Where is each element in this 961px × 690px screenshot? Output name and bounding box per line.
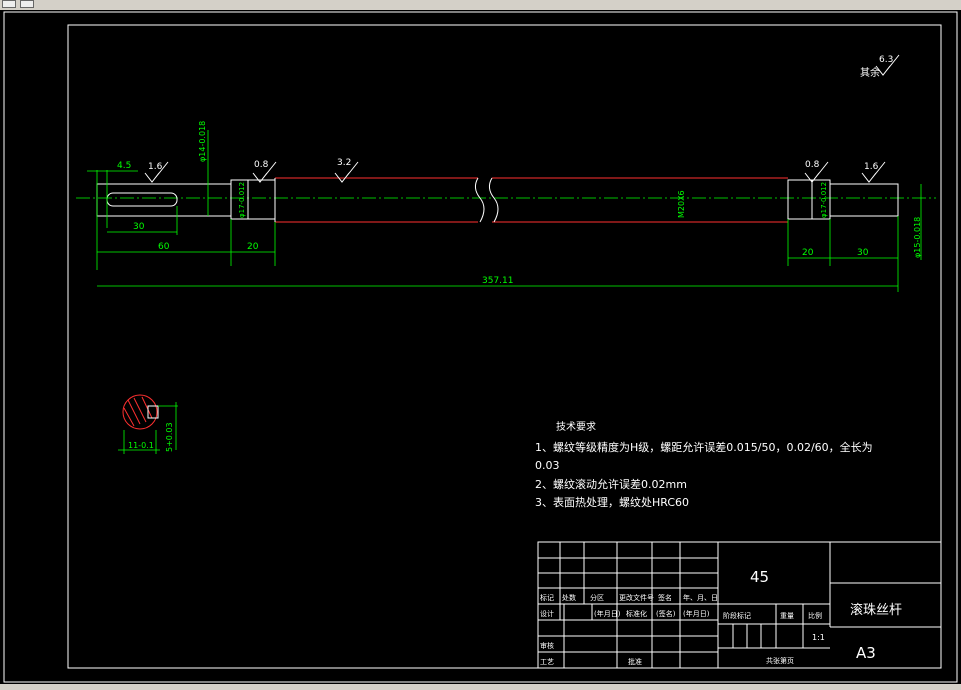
lbl-review: 审核 [540, 641, 554, 650]
status-bar [0, 684, 961, 690]
roughness-other-label: 其余 [860, 66, 880, 79]
roughness-2: 0.8 [254, 160, 269, 170]
technical-requirements: 技术要求 1、螺纹等级精度为H级，螺距允许误差0.015/50，0.02/60，… [535, 420, 873, 509]
lbl-approve: 批准 [628, 657, 642, 666]
inner-frame [67, 24, 942, 669]
app-icon[interactable] [2, 0, 16, 8]
dim-20-left: 20 [247, 242, 259, 252]
tech-req-line4: 3、表面热处理，螺纹处HRC60 [535, 495, 689, 509]
dim-dia-bearing-right: φ17-0.012 [820, 182, 828, 218]
hdr-date: 年、月、日 [683, 593, 718, 602]
roughness-5: 1.6 [864, 162, 879, 172]
roughness-other-value: 6.3 [879, 55, 893, 65]
lbl-weight: 重量 [780, 612, 794, 620]
dim-60: 60 [158, 242, 170, 252]
left-journal [96, 183, 232, 217]
outer-frame [3, 11, 958, 683]
scale-value: 1:1 [812, 633, 825, 642]
window-toolbar [0, 0, 961, 10]
roughness-1: 1.6 [148, 162, 163, 172]
dim-thread: M20X6 [677, 190, 686, 218]
lbl-date1: (年月日) [594, 609, 621, 618]
cad-drawing-canvas[interactable]: 1.6 0.8 3.2 0.8 1.6 其余 6.3 4.5 30 60 20 … [0, 10, 961, 686]
dim-4-5: 4.5 [117, 161, 131, 171]
keyway [106, 192, 178, 207]
roughness-4: 0.8 [805, 160, 820, 170]
dim-dia-left: φ14-0.018 [198, 121, 207, 162]
thread-section [275, 177, 788, 223]
dim-section-depth: 5+0.03 [165, 422, 174, 452]
dim-30-right: 30 [857, 248, 869, 258]
dim-20-right: 20 [802, 248, 814, 258]
hdr-docno: 更改文件号 [619, 593, 654, 602]
dim-section-width: 11-0.1 [128, 441, 154, 450]
tech-req-line3: 2、螺纹滚动允许误差0.02mm [535, 477, 687, 491]
lbl-sign: (签名) [656, 609, 676, 618]
break-lines [474, 177, 499, 223]
lbl-std: 标准化 [626, 609, 647, 618]
right-journal [829, 183, 899, 217]
shaft-view [76, 177, 936, 223]
lbl-process: 工艺 [540, 658, 554, 666]
hdr-count: 处数 [562, 593, 576, 602]
lbl-sheets: 共张第页 [766, 656, 794, 665]
dim-total: 357.11 [482, 276, 514, 286]
hdr-sign: 签名 [658, 593, 672, 602]
dim-dia-bearing-left: φ17-0.012 [238, 182, 246, 218]
material: 45 [750, 568, 769, 586]
roughness-3: 3.2 [337, 158, 351, 168]
title-block: 45 滚珠丝杆 A3 1:1 标记 处数 分区 更改文件号 签名 年、月、日 设… [537, 541, 942, 669]
lbl-stage-mark: 阶段标记 [723, 611, 751, 620]
tech-req-line2: 0.03 [535, 459, 560, 472]
lbl-date2: (年月日) [683, 609, 710, 618]
section-view: 11-0.1 5+0.03 [118, 394, 178, 454]
hdr-mark: 标记 [540, 593, 554, 602]
floppy-icon[interactable] [20, 0, 34, 8]
dimensions: 4.5 30 60 20 20 30 357.11 φ14-0.018 φ17-… [87, 121, 922, 292]
sheet-size: A3 [856, 644, 876, 662]
dim-30-left: 30 [133, 222, 145, 232]
lbl-ratio: 比例 [808, 611, 822, 620]
tech-req-title: 技术要求 [556, 420, 596, 433]
lbl-design: 设计 [540, 609, 554, 618]
hdr-zone: 分区 [590, 593, 604, 602]
tech-req-line1: 1、螺纹等级精度为H级，螺距允许误差0.015/50，0.02/60，全长为 [535, 440, 873, 454]
roughness-symbols: 1.6 0.8 3.2 0.8 1.6 其余 6.3 [144, 54, 900, 183]
dim-dia-right: φ15-0.018 [913, 217, 922, 258]
part-name: 滚珠丝杆 [850, 602, 902, 618]
